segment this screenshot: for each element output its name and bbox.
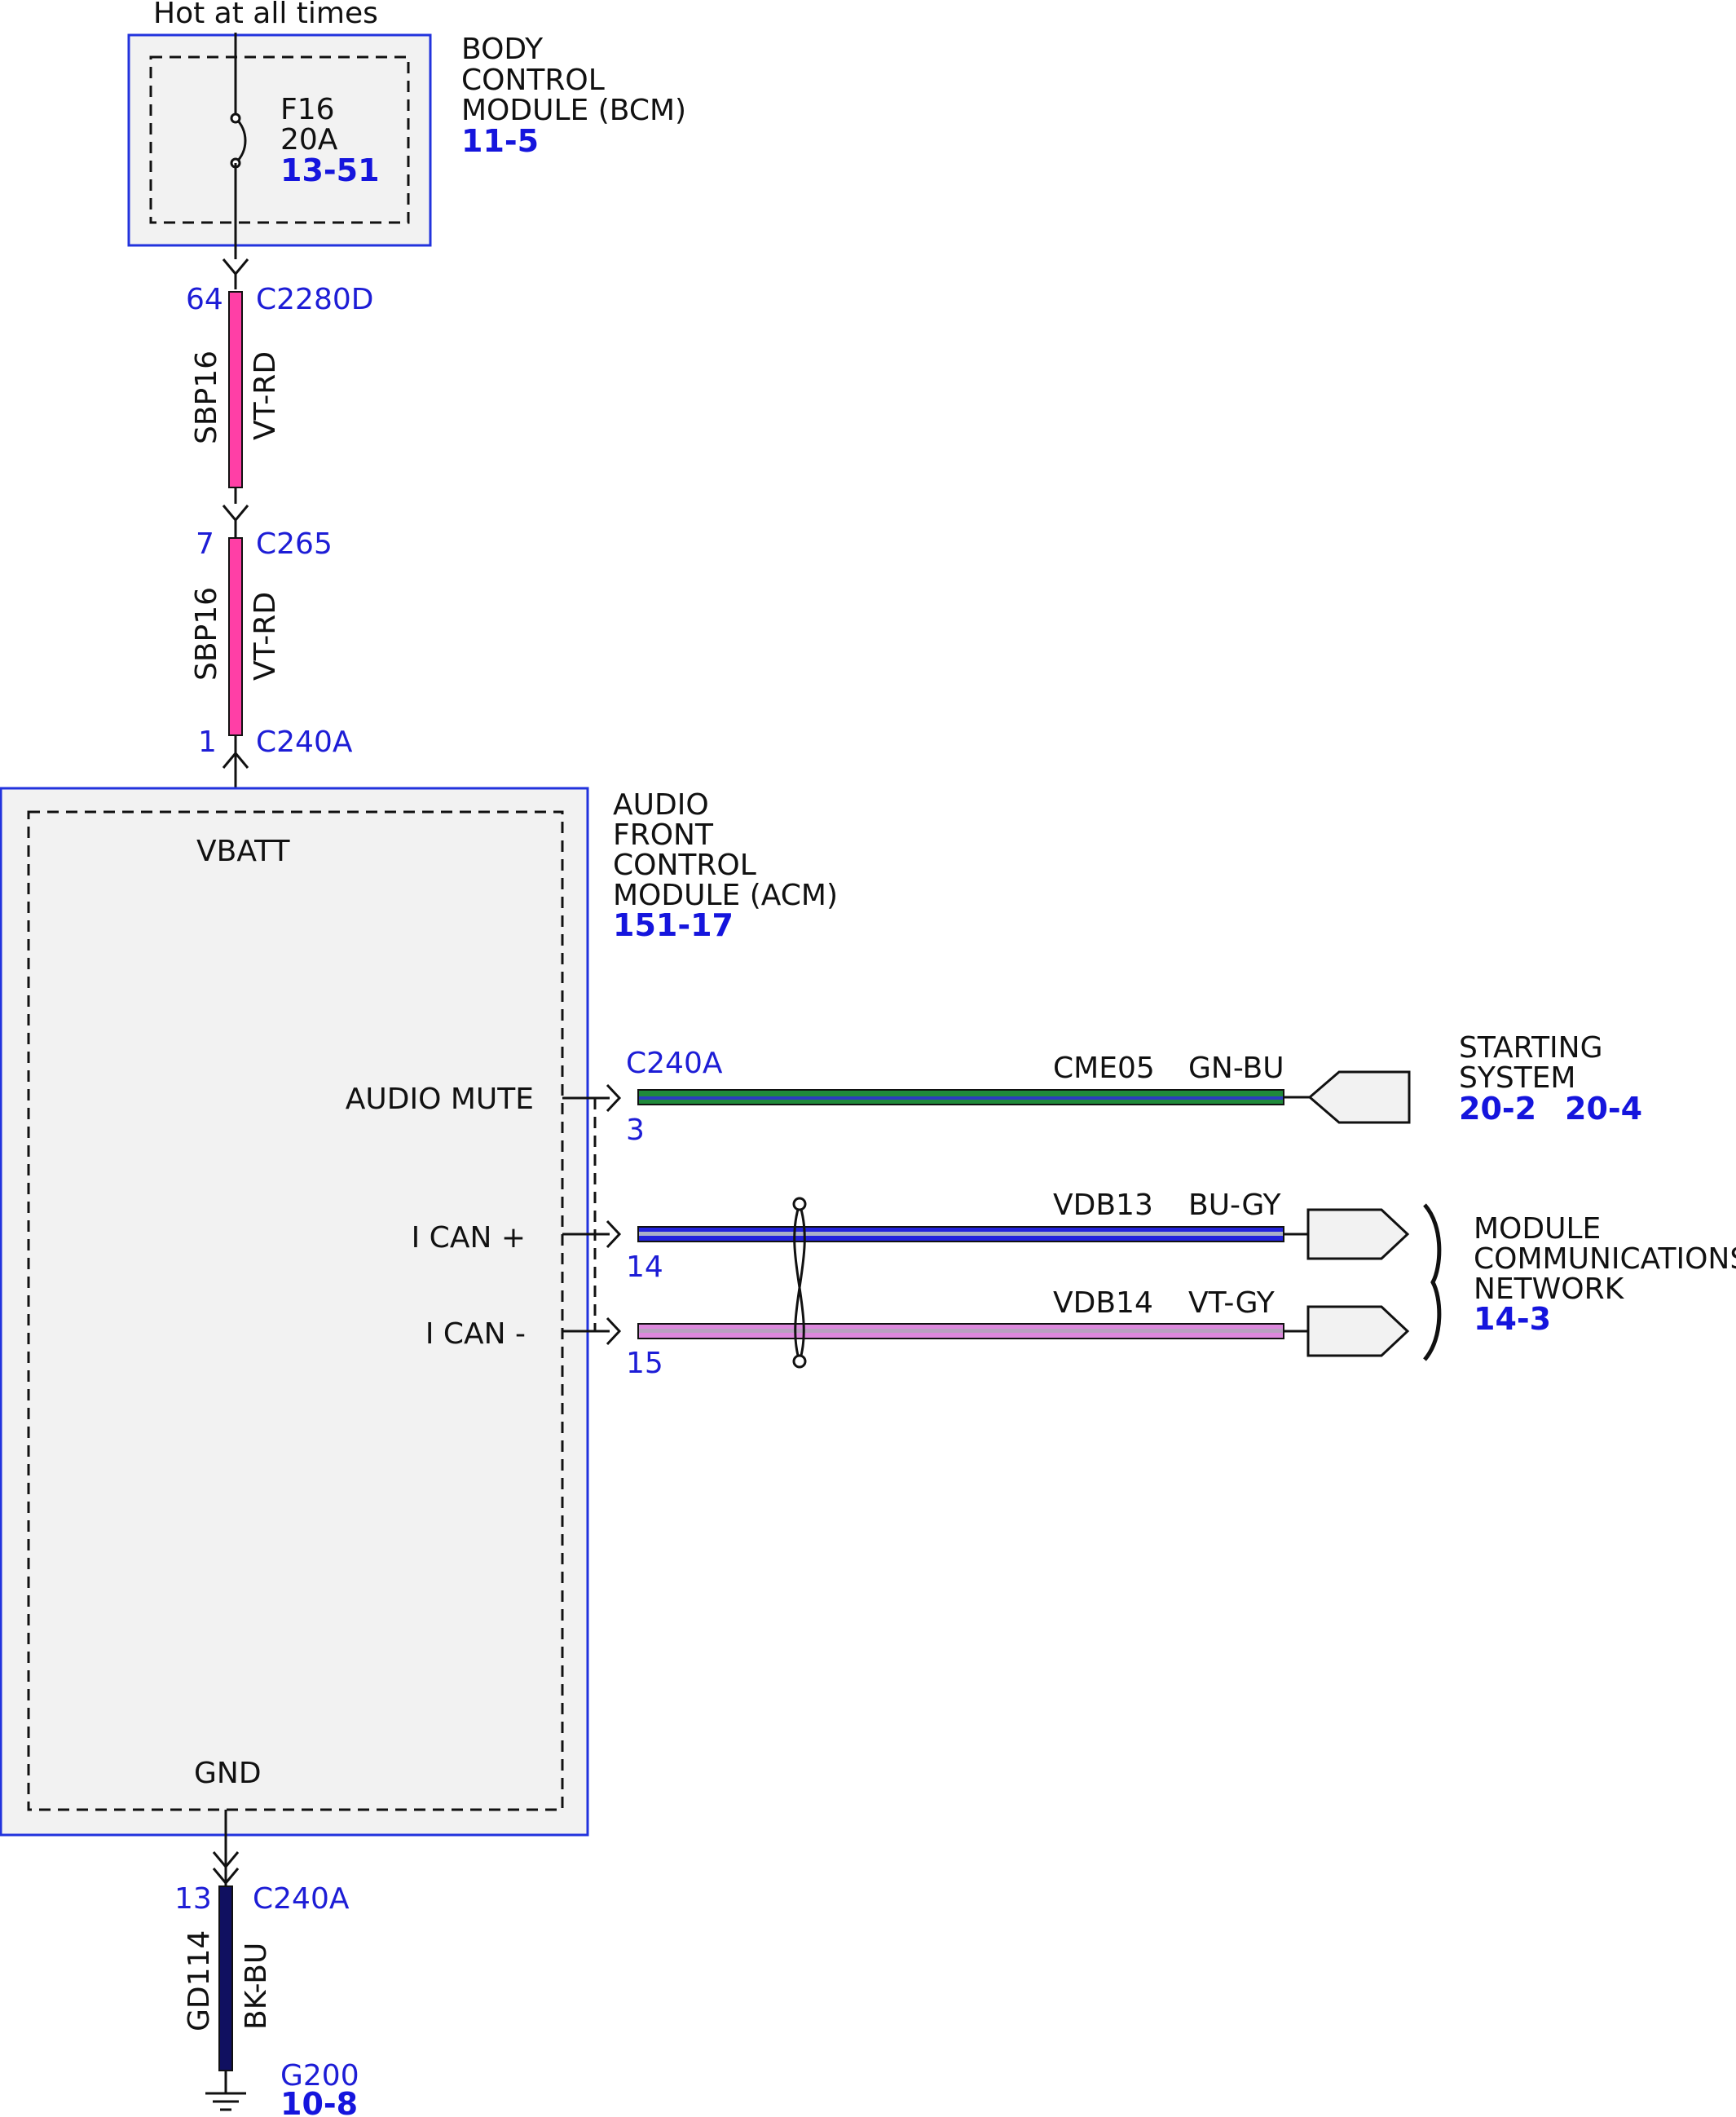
signal-audio-mute-label: AUDIO MUTE [346,1083,534,1116]
pin-64: 64 [186,283,223,316]
circuit-vdb13: VDB13 [1053,1189,1153,1222]
ground-id: G200 [280,2059,359,2093]
acm-name-line4: MODULE (ACM) [613,879,838,912]
color-vt-rd-upper: VT-RD [249,351,282,440]
connector-c240a-label-signals: C240A [626,1047,723,1080]
bcm-name-line2: CONTROL [461,64,605,97]
network-terminal-plus-icon [1306,1208,1410,1260]
connector-arrow-pin15 [606,1317,622,1346]
network-brace-icon [1423,1203,1442,1361]
network-ref-link[interactable]: 14-3 [1474,1301,1551,1337]
signal-ican-minus-label: I CAN - [425,1317,526,1351]
pin-14: 14 [626,1250,663,1284]
wire-sbp16-upper [228,291,243,488]
ground-ref-link[interactable]: 10-8 [280,2086,358,2117]
bcm-internal-boundary [149,55,410,224]
connector-arrow-pin3 [606,1083,622,1113]
connector-c240a-power-icon [222,751,249,769]
circuit-vdb14: VDB14 [1053,1286,1153,1320]
fuse-id: F16 [280,93,335,126]
power-source-label: Hot at all times [153,0,378,30]
twisted-pair-icon [792,1197,807,1369]
connector-c240a-label-ground: C240A [253,1882,350,1916]
network-terminal-minus-icon [1306,1305,1410,1357]
pin-7: 7 [196,527,214,561]
signal-ican-plus-label: I CAN + [412,1221,526,1255]
wire-sbp16-lower [228,537,243,736]
acm-ref-link[interactable]: 151-17 [613,907,734,943]
circuit-sbp16-upper: SBP16 [190,351,223,444]
fuse-rating: 20A [280,123,338,157]
fuse-terminal-top [230,112,241,124]
bcm-name-line3: MODULE (BCM) [461,94,686,127]
starting-system-line2: SYSTEM [1459,1061,1576,1095]
color-bk-bu: BK-BU [240,1943,273,2030]
network-line3: NETWORK [1474,1272,1625,1306]
connector-c265-icon [222,505,249,523]
circuit-sbp16-lower: SBP16 [190,587,223,681]
starting-system-ref-b-link[interactable]: 20-4 [1565,1091,1642,1127]
connector-c240a-label-top: C240A [256,726,353,759]
connector-c240a-ground-icon [212,1851,240,1869]
connector-c265-label: C265 [256,527,333,561]
pin-13: 13 [174,1882,212,1916]
bcm-ref-link[interactable]: 11-5 [461,123,539,159]
pin-3: 3 [626,1114,645,1147]
acm-name-line3: CONTROL [613,849,756,882]
starting-system-terminal-icon [1307,1070,1411,1124]
acm-module-box [0,787,589,1837]
circuit-gd114: GD114 [183,1930,216,2031]
color-vt-rd-lower: VT-RD [249,592,282,681]
connector-c2280d-label: C2280D [256,283,373,316]
connector-c2280d-icon [222,258,249,276]
color-gn-bu: GN-BU [1188,1052,1284,1085]
color-vt-gy: VT-GY [1188,1286,1276,1320]
fuse-ref-link[interactable]: 13-51 [280,152,380,188]
network-line1: MODULE [1474,1212,1601,1246]
gnd-label: GND [194,1757,262,1790]
color-bu-gy: BU-GY [1188,1189,1281,1222]
connector-arrow-pin14 [606,1219,622,1249]
pin-15: 15 [626,1347,663,1380]
network-line2: COMMUNICATIONS [1474,1242,1736,1276]
acm-name-line1: AUDIO [613,788,709,822]
wire-gd114 [218,1885,233,2071]
starting-system-ref-a-link[interactable]: 20-2 [1459,1091,1536,1127]
acm-name-line2: FRONT [613,818,714,852]
ground-symbol-icon [205,2092,246,2111]
vbatt-label: VBATT [196,835,291,868]
pin-1: 1 [198,726,217,759]
acm-internal-boundary [27,810,564,1811]
bcm-name-line1: BODY [461,33,544,66]
starting-system-line1: STARTING [1459,1031,1603,1065]
circuit-cme05: CME05 [1053,1052,1155,1085]
bcm-module-box [127,33,432,247]
